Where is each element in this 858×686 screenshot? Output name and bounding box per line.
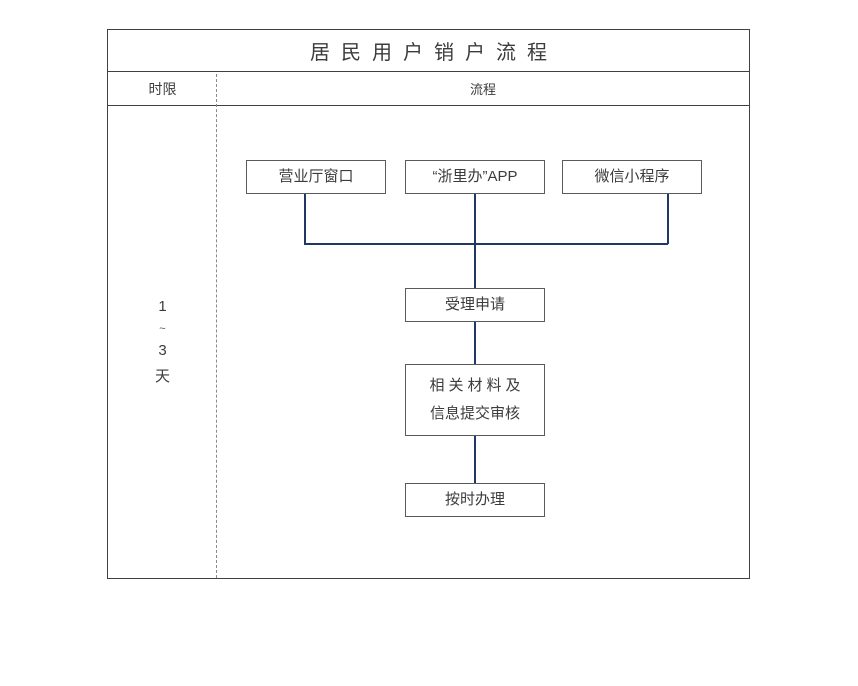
node-submit-materials-review-label-line2: 信息提交审核 — [429, 405, 520, 422]
time-limit-separator: ~ — [159, 323, 166, 335]
table-title-row: 居民用户销户流程 — [108, 30, 749, 72]
node-zhelipan-app-label: “浙里办”APP — [432, 168, 518, 185]
time-limit-cell: 1 ~ 3 天 — [108, 106, 217, 578]
page-title: 居民用户销户流程 — [310, 42, 558, 64]
process-table: 居民用户销户流程 时限 流程 1 ~ 3 天 营业厅窗口 “浙里办”APP — [107, 29, 750, 579]
connector-join-bar — [304, 243, 668, 245]
node-process-on-time-label: 按时办理 — [444, 491, 505, 508]
node-process-on-time[interactable]: 按时办理 — [405, 483, 545, 517]
time-limit-from: 1 — [158, 298, 167, 315]
table-header-row: 时限 流程 — [108, 72, 749, 106]
connector-to-submit — [474, 322, 476, 364]
node-accept-application[interactable]: 受理申请 — [405, 288, 545, 322]
time-limit-to: 3 — [158, 342, 167, 359]
node-accept-application-label: 受理申请 — [444, 296, 505, 313]
node-submit-materials-review[interactable]: 相关材料及 信息提交审核 — [405, 364, 545, 436]
column-header-process: 流程 — [469, 82, 496, 97]
node-service-hall-window-label: 营业厅窗口 — [278, 168, 354, 185]
connector-wechat-down — [667, 194, 669, 244]
time-limit-unit: 天 — [154, 368, 170, 385]
node-submit-materials-review-label-line1: 相关材料及 — [429, 377, 525, 394]
connector-to-accept — [474, 243, 476, 288]
connector-to-handle — [474, 436, 476, 483]
connector-hall-down — [304, 194, 306, 244]
node-service-hall-window[interactable]: 营业厅窗口 — [246, 160, 386, 194]
column-header-time-limit: 时限 — [148, 80, 177, 97]
column-divider-dashed — [216, 74, 217, 578]
node-wechat-miniprogram[interactable]: 微信小程序 — [562, 160, 702, 194]
node-wechat-miniprogram-label: 微信小程序 — [594, 168, 670, 185]
node-zhelipan-app[interactable]: “浙里办”APP — [405, 160, 545, 194]
connector-app-down — [474, 194, 476, 244]
